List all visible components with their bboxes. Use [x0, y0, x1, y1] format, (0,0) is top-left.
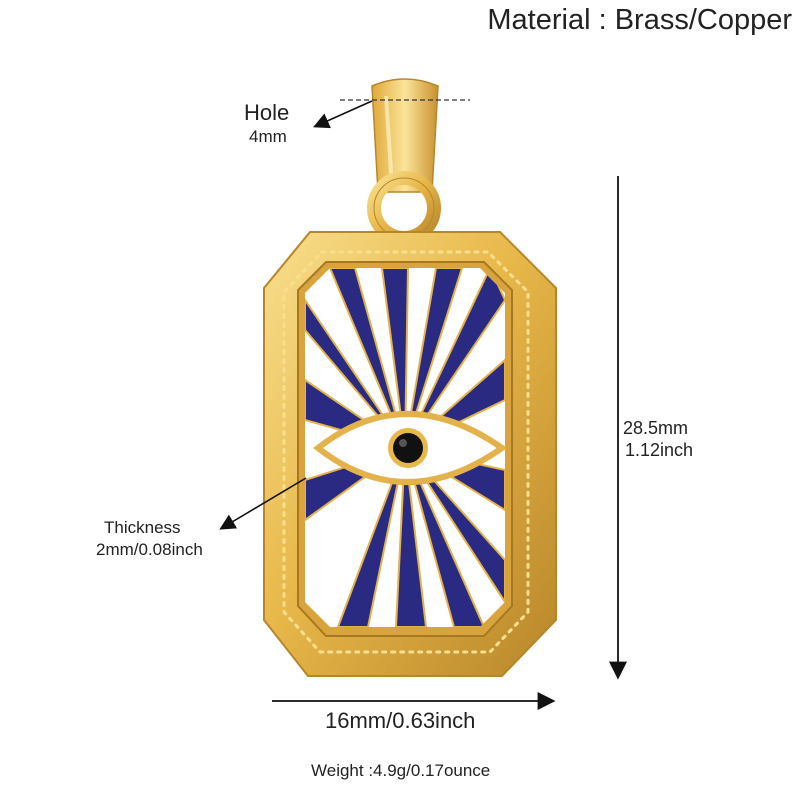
thickness-arrow — [219, 477, 307, 530]
hole-arrow — [313, 100, 373, 129]
hole-size: 4mm — [249, 127, 287, 146]
height-mm-label: 28.5mm — [623, 418, 689, 438]
evil-eye-pendant — [263, 231, 557, 677]
width-label: 16mm/0.63inch — [325, 708, 476, 733]
height-inch-label: 1.12inch — [625, 440, 694, 460]
pendant-bail — [367, 78, 441, 245]
enamel-rays — [305, 268, 505, 627]
hole-label: Hole — [244, 100, 290, 125]
evil-eye-icon — [313, 411, 508, 485]
thickness-label: Thickness — [104, 518, 181, 537]
material-title: Material : Brass/Copper — [487, 4, 792, 36]
thickness-size: 2mm/0.08inch — [96, 540, 203, 559]
weight-label: Weight :4.9g/0.17ounce — [311, 761, 491, 780]
